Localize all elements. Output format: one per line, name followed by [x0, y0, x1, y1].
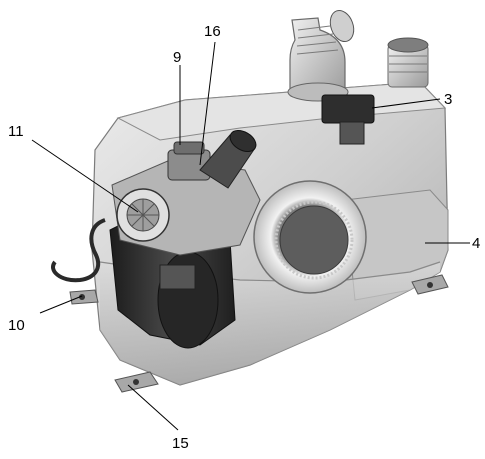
discharge-elbow-ribs — [296, 25, 339, 55]
callout-4: 4 — [472, 235, 480, 252]
leader-lines — [31, 41, 470, 431]
leader-16 — [199, 41, 216, 166]
callout-labels: 3 4 9 10 11 15 16 — [8, 23, 480, 452]
side-inlet-bore — [279, 205, 349, 275]
pump-unit — [51, 10, 449, 393]
callout-3: 3 — [444, 91, 452, 108]
discharge-outlet — [329, 10, 355, 42]
leader-15 — [127, 384, 179, 431]
service-cover — [321, 94, 375, 124]
power-cable — [51, 218, 106, 283]
callout-11: 11 — [8, 123, 24, 140]
callout-15: 15 — [172, 435, 189, 452]
service-cover-base — [339, 121, 365, 145]
pressure-switch-top — [173, 141, 205, 155]
leader-11 — [31, 139, 139, 213]
vent-pipe-end — [229, 130, 257, 152]
callout-9: 9 — [173, 49, 181, 66]
motor-cap-ribs — [127, 199, 159, 231]
callout-16: 16 — [204, 23, 221, 40]
foot-front-left-hole — [133, 379, 139, 385]
top-inlet-ribs — [389, 55, 427, 73]
foot-right-hole — [427, 282, 433, 288]
top-inlet-opening — [387, 37, 429, 53]
callout-10: 10 — [8, 317, 25, 334]
side-inlet-teeth — [274, 200, 354, 280]
leader-3 — [371, 98, 441, 109]
motor-label-plate — [159, 264, 196, 290]
foot-left-hole — [79, 294, 85, 300]
leader-10 — [39, 295, 83, 314]
